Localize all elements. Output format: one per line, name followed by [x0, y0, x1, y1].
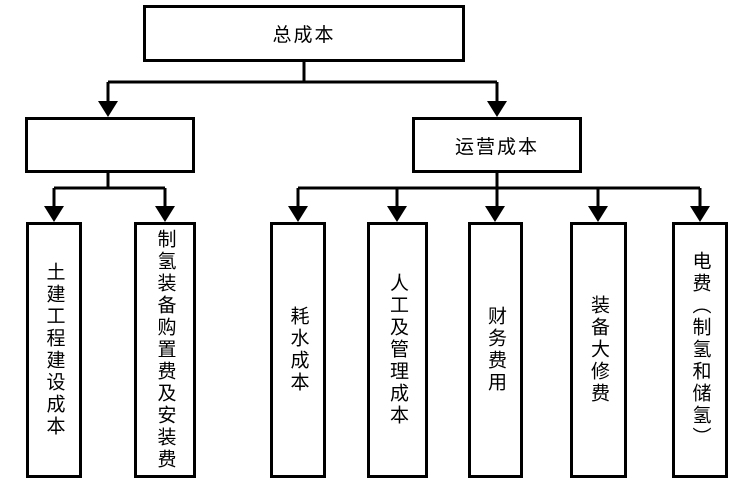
leaf-electricity-fee: 电费（制氢和储氢） [672, 222, 728, 478]
leaf-label: 人工及管理成本 [387, 273, 408, 427]
leaf-hydrogen-equipment-purchase-install-fee: 制氢装备购置费及安装费 [134, 222, 196, 478]
leaf-label: 制氢装备购置费及安装费 [154, 229, 176, 471]
node-operating-cost-label: 运营成本 [454, 136, 539, 158]
arrow-down-icon [387, 206, 407, 222]
leaf-label: 电费（制氢和储氢） [689, 251, 711, 449]
leaf-label: 土建工程建设成本 [43, 262, 65, 438]
leaf-financial-expense: 财务费用 [468, 222, 523, 478]
leaf-water-consumption-cost: 耗水成本 [270, 222, 326, 478]
node-operating-cost: 运营成本 [412, 117, 582, 173]
arrow-down-icon [588, 206, 608, 222]
node-construction-cost-empty [25, 117, 195, 173]
arrow-down-icon [487, 101, 507, 117]
leaf-labor-management-cost: 人工及管理成本 [367, 222, 428, 478]
node-total-cost-label: 总成本 [272, 25, 336, 46]
node-total-cost: 总成本 [143, 5, 465, 62]
tree-edges [52, 62, 702, 208]
leaf-civil-engineering-construction-cost: 土建工程建设成本 [26, 222, 82, 478]
leaf-label: 装备大修费 [588, 295, 609, 405]
arrow-down-icon [288, 206, 308, 222]
arrow-down-icon [98, 101, 118, 117]
arrow-down-icon [44, 206, 64, 222]
arrow-down-icon [690, 206, 710, 222]
leaf-label: 财务费用 [485, 306, 506, 394]
arrow-down-icon [485, 206, 505, 222]
leaf-equipment-overhaul-fee: 装备大修费 [570, 222, 627, 478]
leaf-label: 耗水成本 [287, 306, 309, 394]
arrow-down-icon [155, 206, 175, 222]
